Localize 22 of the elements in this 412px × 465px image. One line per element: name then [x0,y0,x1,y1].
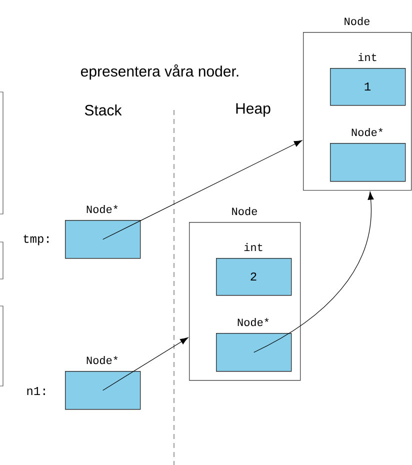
node-label: Node [344,17,370,26]
node-label: Node* [238,318,269,326]
arrow [102,337,188,391]
node-label: Node [232,207,257,216]
section-heading: Stack [84,104,122,116]
node-label: Node* [352,128,383,136]
node-label: int [358,53,376,62]
section-heading: Heap [236,103,270,117]
pointer-box: Node* [65,205,141,259]
arrow [254,192,374,353]
pointer-box: Node* [65,356,141,410]
arrow [102,140,302,240]
caption-text: epresentera våra noder. [81,64,238,80]
value-box: int 1 [330,53,406,106]
variable-name: tmp: [24,234,48,246]
node-label: Node* [86,205,118,214]
node-label: Node* [86,356,118,364]
pointer-box: Node* [330,128,406,182]
pointer-box: Node* [216,318,292,372]
value-box: int 2 [216,243,292,296]
variable-name: n1: [27,387,45,395]
node-label: int [244,243,262,252]
